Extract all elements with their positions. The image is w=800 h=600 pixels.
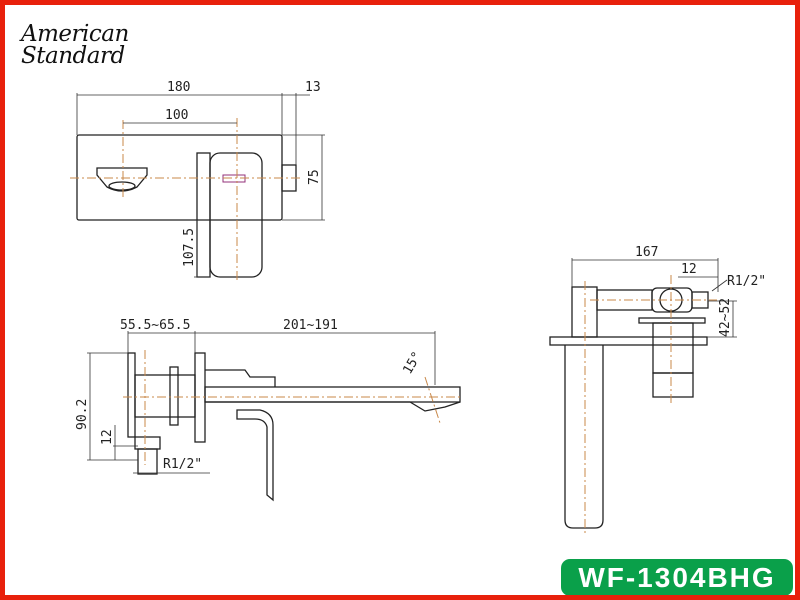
handle-top — [205, 369, 276, 387]
wall-flange — [127, 352, 136, 438]
dim-offset: 42~52 — [718, 298, 733, 337]
brand-line2: Standard — [21, 43, 125, 69]
centerline — [424, 376, 441, 424]
valve-body — [134, 374, 196, 418]
inlet-thread — [137, 448, 158, 475]
lever-handle — [236, 409, 274, 502]
dim-90-2: 90.2 — [75, 399, 90, 430]
aerator — [108, 181, 136, 191]
handle — [209, 152, 263, 278]
dim-100: 100 — [165, 108, 188, 123]
cartridge-cap — [652, 372, 694, 398]
dim-thread: R1/2" — [163, 457, 202, 472]
mount-flange — [638, 317, 706, 324]
spout-end — [564, 345, 604, 529]
leader-line — [711, 279, 728, 292]
inlet-nut — [134, 436, 161, 450]
dim-12: 12 — [100, 429, 115, 445]
brand-line1: American — [21, 21, 129, 47]
brand-logo: American Standard — [21, 21, 129, 69]
nut — [169, 366, 179, 426]
end-view: 167 12 R1/2" 42~52 — [549, 245, 766, 535]
handle-side — [196, 152, 211, 278]
dim-depth: 55.5~65.5 — [120, 318, 190, 333]
dim-reach: 201~191 — [283, 318, 338, 333]
dim-12-end: 12 — [681, 262, 697, 277]
dim-180: 180 — [167, 80, 190, 95]
dim-13: 13 — [305, 80, 321, 95]
spout-outlet — [96, 167, 148, 192]
dim-107-5: 107.5 — [182, 228, 197, 267]
side-view: 55.5~65.5 201~191 15° 90.2 12 R1/2" — [75, 318, 463, 502]
cartridge-body — [652, 322, 694, 374]
model-badge: WF-1304BHG — [561, 559, 793, 595]
end-plate — [549, 336, 708, 346]
spout-pipe — [204, 386, 461, 403]
dim-thread-end: R1/2" — [727, 274, 766, 289]
dim-167: 167 — [635, 245, 658, 260]
spout-bottom — [205, 401, 461, 412]
front-view: 180 13 100 75 107.5 — [70, 80, 325, 281]
dim-angle: 15° — [400, 349, 425, 377]
technical-drawing: 180 13 100 75 107.5 — [70, 80, 766, 535]
dim-75: 75 — [307, 169, 322, 185]
